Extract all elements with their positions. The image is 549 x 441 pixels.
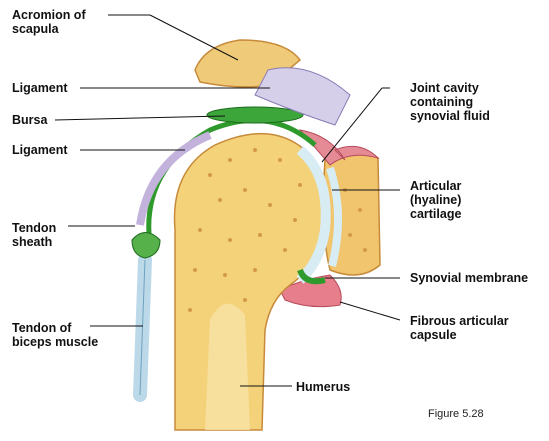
label-humerus: Humerus (296, 380, 351, 394)
tendon-sheath (131, 232, 161, 259)
leader-lines (54, 14, 401, 387)
label-synovial-membrane: Synovial membrane (410, 271, 529, 285)
articular-cartilage-glenoid (326, 166, 343, 267)
label-tendon-biceps: Tendon of biceps muscle (12, 321, 99, 349)
fibrous-capsule (298, 129, 380, 166)
figure-caption: Figure 5.28 (428, 408, 484, 420)
coraco-ligament (254, 67, 351, 126)
articular-cartilage-head (296, 146, 331, 284)
label-fibrous-capsule: Fibrous articular capsule (410, 314, 509, 342)
ligament-lower (136, 131, 212, 226)
label-ligament-lower: Ligament (12, 143, 68, 157)
synovial-membrane (146, 117, 317, 246)
bone-texture (188, 148, 367, 312)
label-articular-cartilage: Articular (hyaline) cartilage (410, 179, 462, 221)
bursa (206, 106, 304, 124)
label-bursa: Bursa (12, 113, 48, 127)
label-tendon-sheath: Tendon sheath (12, 221, 57, 249)
label-acromion: Acromion of scapula (12, 8, 86, 36)
label-ligament-top: Ligament (12, 81, 68, 95)
label-joint-cavity: Joint cavity containing synovial fluid (410, 81, 490, 123)
